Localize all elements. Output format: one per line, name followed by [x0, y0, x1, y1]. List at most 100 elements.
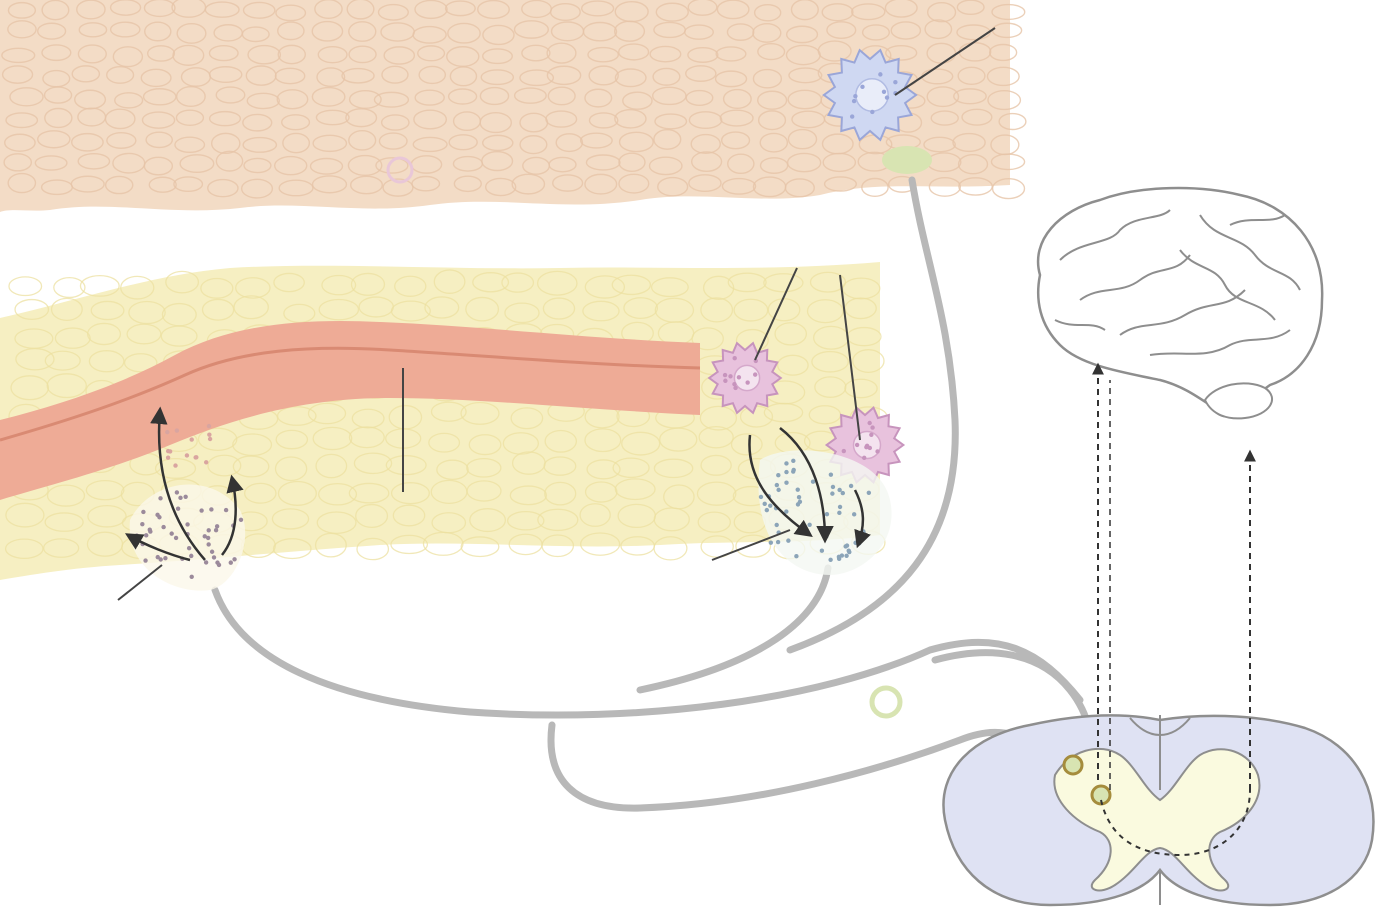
- dorsal-root-ganglion: [872, 688, 900, 716]
- granule: [867, 421, 871, 425]
- granule: [158, 496, 162, 500]
- granule: [807, 523, 811, 527]
- granule: [239, 518, 243, 522]
- cell-nucleus: [856, 79, 888, 111]
- granule: [207, 432, 211, 436]
- granule: [190, 437, 194, 441]
- granule: [791, 459, 795, 463]
- granule: [199, 508, 203, 512]
- granule: [143, 558, 147, 562]
- granule: [870, 110, 874, 114]
- receptor-nerve-ending: [882, 146, 932, 174]
- granule: [776, 473, 780, 477]
- granule: [853, 94, 857, 98]
- granule: [837, 511, 841, 515]
- granule: [776, 488, 780, 492]
- granule: [885, 95, 889, 99]
- granule: [175, 428, 179, 432]
- granule: [796, 502, 800, 506]
- granule: [860, 85, 864, 89]
- granule: [829, 472, 833, 476]
- granule: [185, 522, 189, 526]
- granule: [841, 491, 845, 495]
- ganglion-icon: [872, 688, 900, 716]
- granule: [875, 449, 879, 453]
- dorsal-horn-synapse-1: [1064, 756, 1082, 774]
- granule: [797, 495, 801, 499]
- granule: [842, 449, 846, 453]
- granule: [737, 375, 741, 379]
- brain-outline: [1038, 188, 1322, 416]
- granule: [855, 443, 859, 447]
- granule: [878, 72, 882, 76]
- granule: [775, 523, 779, 527]
- granule: [173, 463, 177, 467]
- granule: [203, 534, 207, 538]
- granule: [723, 379, 727, 383]
- granule: [869, 433, 873, 437]
- granule: [862, 456, 866, 460]
- granule: [852, 512, 856, 516]
- granule: [850, 114, 854, 118]
- granule: [765, 508, 769, 512]
- granule: [166, 455, 170, 459]
- granule: [828, 558, 832, 562]
- granule: [838, 505, 842, 509]
- granule: [893, 80, 897, 84]
- granule: [733, 356, 737, 360]
- granule: [141, 510, 145, 514]
- granule: [185, 453, 189, 457]
- granule: [786, 538, 790, 542]
- granule: [229, 560, 233, 564]
- granule: [820, 549, 824, 553]
- granule: [868, 446, 872, 450]
- granule: [165, 430, 169, 434]
- brain-icon: [1038, 188, 1322, 418]
- granule: [830, 491, 834, 495]
- granule: [176, 507, 180, 511]
- granule: [837, 488, 841, 492]
- granule: [745, 380, 749, 384]
- granule: [135, 533, 139, 537]
- granule: [161, 525, 165, 529]
- granule: [763, 502, 767, 506]
- granule: [753, 372, 757, 376]
- granule: [825, 512, 829, 516]
- granule: [174, 536, 178, 540]
- fat-cell: [9, 277, 42, 296]
- granule: [189, 554, 193, 558]
- granule: [187, 546, 191, 550]
- granule: [190, 575, 194, 579]
- granule: [784, 470, 788, 474]
- granule: [155, 513, 159, 517]
- granule: [768, 503, 772, 507]
- granule: [791, 469, 795, 473]
- granule: [193, 455, 197, 459]
- granule: [784, 461, 788, 465]
- granule: [215, 524, 219, 528]
- granule: [784, 481, 788, 485]
- granule: [209, 507, 213, 511]
- granule: [728, 374, 732, 378]
- granule: [204, 560, 208, 564]
- granule: [169, 531, 173, 535]
- granule: [232, 557, 236, 561]
- granule: [156, 555, 160, 559]
- granule: [144, 533, 148, 537]
- granule: [776, 540, 780, 544]
- granule: [224, 508, 228, 512]
- granule: [168, 449, 172, 453]
- granule: [175, 490, 179, 494]
- granule: [212, 555, 216, 559]
- granule: [207, 424, 211, 428]
- granule: [811, 480, 815, 484]
- sensory-nerve-fiber: [215, 590, 1080, 715]
- granule: [759, 495, 763, 499]
- granule: [847, 550, 851, 554]
- nerve-branch-to-mast-cells: [640, 568, 828, 690]
- granule: [206, 542, 210, 546]
- granule: [723, 373, 727, 377]
- granule: [183, 495, 187, 499]
